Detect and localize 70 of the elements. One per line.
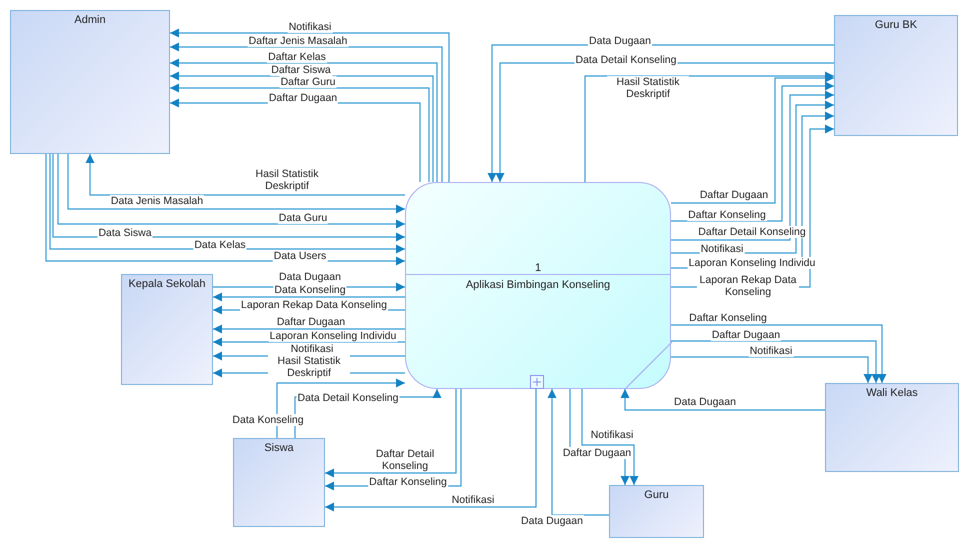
- arrow: [325, 389, 457, 478]
- arrow: [671, 82, 834, 222]
- edge-label: Laporan Rekap Data Konseling: [240, 299, 388, 311]
- arrow: [325, 389, 537, 512]
- edge-label: Daftar Dugaan: [698, 189, 770, 201]
- arrow: [671, 356, 872, 383]
- edge-label: Notifikasi: [590, 429, 634, 441]
- process-box: [405, 182, 671, 389]
- edge-label: Data Dugaan: [278, 271, 342, 283]
- edge-label: Data Konseling: [273, 284, 347, 296]
- arrow: [86, 154, 405, 196]
- entity-box: [121, 274, 213, 385]
- edge-label: Daftar Dugaan: [562, 447, 632, 459]
- arrow: [671, 340, 880, 383]
- entity-box: [233, 438, 325, 527]
- edge-label: Daftar Konseling: [368, 476, 448, 488]
- entity-box: [10, 10, 170, 154]
- edge-label: Notifikasi: [290, 343, 334, 355]
- edge-label: Data Dugaan: [520, 515, 584, 527]
- edge-label: Daftar Dugaan: [710, 329, 782, 341]
- edge-label: Daftar Dugaan: [268, 92, 338, 104]
- arrow: [620, 389, 825, 411]
- edge-label: Hasil Statistik Deskriptif: [268, 355, 350, 379]
- edge-label: Notifikasi: [700, 243, 744, 255]
- arrow: [548, 389, 609, 516]
- edge-label: Data Guru: [278, 212, 328, 224]
- edge-label: Daftar Detail Konseling: [697, 226, 807, 238]
- edge-label: Laporan Konseling Individu: [268, 330, 398, 342]
- edge-label: Data Jenis Masalah: [110, 195, 204, 207]
- edge-label: Notifikasi: [748, 345, 794, 357]
- edge-label: Data Detail Konseling: [296, 392, 400, 404]
- arrow: [213, 338, 405, 346]
- arrow: [213, 324, 405, 334]
- edge-label: Data Konseling: [231, 414, 305, 426]
- entity-box: [825, 383, 959, 472]
- process-number: 1: [534, 262, 542, 274]
- edge-label: Daftar Siswa: [270, 64, 332, 76]
- edge-label: Data Dugaan: [588, 35, 652, 47]
- entity-name: Kepala Sekolah: [127, 278, 207, 290]
- arrow: [57, 154, 405, 228]
- entity-name: Guru BK: [874, 19, 918, 31]
- edge-label: Daftar Konseling: [687, 209, 767, 221]
- edge-label: Daftar Guru: [280, 76, 336, 88]
- arrow: [213, 292, 405, 302]
- entity-name: Siswa: [263, 442, 295, 454]
- edge-label: Data Kelas: [193, 239, 247, 251]
- edge-label: Data Siswa: [97, 227, 153, 239]
- arrow: [67, 154, 405, 214]
- edge-label: Data Detail Konseling: [574, 54, 678, 66]
- arrow: [581, 389, 638, 485]
- entity-box: [834, 15, 958, 136]
- edge-label: Notifikasi: [288, 21, 332, 33]
- edge-label: Data Dugaan: [673, 396, 737, 408]
- edge-label: Data Users: [272, 250, 328, 262]
- edge-label: Laporan Konseling Individu: [688, 257, 816, 269]
- arrow: [276, 378, 405, 438]
- edge-label: Hasil Statistik Deskriptif: [607, 76, 689, 100]
- edge-label: Laporan Rekap Data Konseling: [697, 274, 799, 298]
- entity-name: Admin: [73, 14, 107, 26]
- entity-name: Wali Kelas: [865, 387, 919, 399]
- edge-label: Daftar Kelas: [267, 51, 327, 63]
- edge-label: Notifikasi: [450, 494, 496, 506]
- arrow: [671, 324, 886, 383]
- edge-label: Daftar Dugaan: [276, 316, 346, 328]
- entity-name: Guru: [643, 489, 670, 501]
- edge-label: Daftar Jenis Masalah: [248, 35, 348, 47]
- process-name: Aplikasi Bimbingan Konseling: [464, 279, 612, 291]
- entity-box: [609, 485, 704, 538]
- arrow: [584, 72, 834, 182]
- edge-label: Daftar Konseling: [688, 312, 768, 324]
